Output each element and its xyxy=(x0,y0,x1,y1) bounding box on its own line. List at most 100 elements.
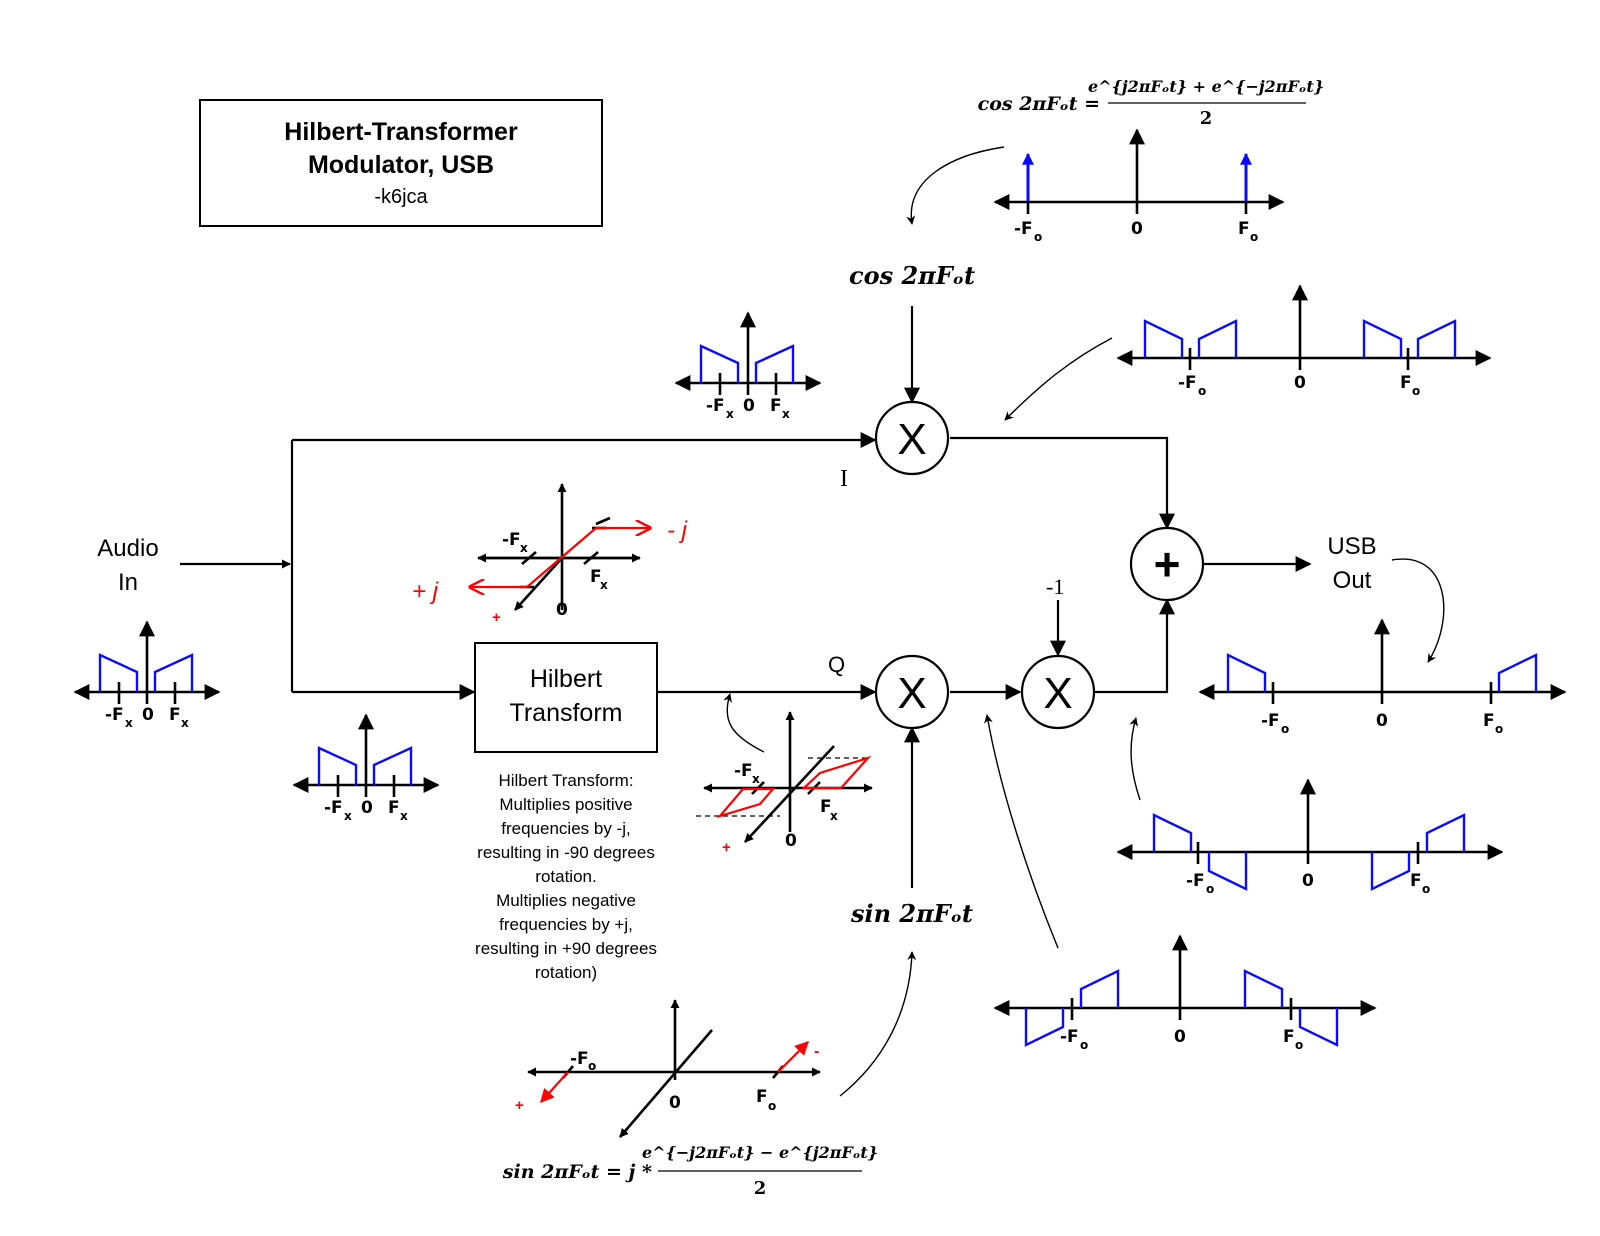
spectrum-band xyxy=(1024,1008,1065,1047)
title-author: -k6jca xyxy=(374,186,428,208)
zero-label: 0 xyxy=(142,705,154,725)
sin-identity-lhs: sin 2πFₒt = j * xyxy=(502,1161,652,1183)
spectrum-band xyxy=(1362,319,1403,358)
subscript: o xyxy=(768,1099,776,1113)
spectrum-band xyxy=(153,653,194,692)
spectrum-band xyxy=(1143,319,1184,358)
inverter-mixer: X xyxy=(1020,654,1096,730)
spectrum-band xyxy=(1152,813,1193,852)
pos-fo-label: F xyxy=(756,1087,768,1107)
neg-fo-label: -F xyxy=(570,1049,589,1069)
pos-fx-label: F xyxy=(820,797,832,817)
pointer-arrow xyxy=(1129,717,1141,801)
sin-lo-3d-spectrum: -F o F o 0 + - xyxy=(515,999,821,1138)
hilbert-note-line: frequencies by -j, xyxy=(501,819,630,838)
subscript: x xyxy=(344,809,352,823)
subscript: o xyxy=(1295,1038,1303,1052)
subscript: x xyxy=(726,407,734,421)
q-mixer-symbol: X xyxy=(897,669,926,718)
title-box: Hilbert-Transformer Modulator, USB -k6jc… xyxy=(199,99,603,227)
freq-label: F xyxy=(1400,373,1412,393)
hilbert-response-plot: -F x F x 0 - j + j + xyxy=(412,483,688,626)
freq-label: -F xyxy=(1060,1027,1079,1047)
spectrum-band xyxy=(699,344,740,383)
hilbert-note: Hilbert Transform: Multiplies positive f… xyxy=(475,771,657,982)
plus-j-label: + j xyxy=(412,578,439,605)
neg-fx-label: -F xyxy=(734,761,753,781)
hilbert-note-line: Multiplies positive xyxy=(499,795,632,814)
zero-label: 0 xyxy=(1131,219,1143,239)
freq-label: F xyxy=(1410,871,1422,891)
zero-label: 0 xyxy=(785,831,797,851)
spectrum-band xyxy=(1298,1008,1339,1047)
hilbert-note-line: resulting in -90 degrees xyxy=(477,843,655,862)
hilbert-note-line: Multiplies negative xyxy=(496,891,636,910)
zero-label: 0 xyxy=(743,396,755,416)
subscript: x xyxy=(830,809,838,823)
cos-identity-equation: cos 2πFₒt = e^{j2πFₒt} + e^{−j2πFₒt} 2 xyxy=(978,77,1324,129)
i-mixer-output-wire xyxy=(950,436,1175,530)
subscript: o xyxy=(1281,722,1289,736)
spectrum-band xyxy=(1370,852,1411,891)
pointer-arrow xyxy=(723,693,765,753)
i-label: I xyxy=(840,466,848,492)
spectrum-band xyxy=(372,746,413,785)
spectrum-band xyxy=(317,746,358,785)
pointer-arrow xyxy=(983,714,1059,949)
freq-label: -F xyxy=(1261,711,1280,731)
plus-sign: + xyxy=(515,1097,524,1114)
plus-sign: + xyxy=(492,609,501,626)
hilbert-note-line: resulting in +90 degrees xyxy=(475,939,657,958)
freq-label: -F xyxy=(1186,871,1205,891)
cos-identity-numerator: e^{j2πFₒt} + e^{−j2πFₒt} xyxy=(1088,77,1324,96)
spectrum-band xyxy=(1207,852,1248,891)
spectrum-band xyxy=(1079,969,1120,1008)
freq-label: F xyxy=(1238,219,1250,239)
subscript: o xyxy=(1495,722,1503,736)
hilbert-output-pos-band xyxy=(801,755,872,790)
zero-label: 0 xyxy=(556,600,568,620)
hilbert-phase-line xyxy=(526,527,597,588)
subscript: o xyxy=(588,1059,596,1073)
subscript: x xyxy=(181,716,189,730)
spectrum-band xyxy=(1416,319,1457,358)
plus-sign: + xyxy=(722,839,731,856)
freq-label: F xyxy=(1483,711,1495,731)
hilbert-output-neg-band xyxy=(716,787,776,819)
subscript: x xyxy=(782,407,790,421)
spectrum-band xyxy=(1425,813,1466,852)
subscript: o xyxy=(1422,882,1430,896)
spectrum-band xyxy=(98,653,139,692)
sin-identity-denominator: 2 xyxy=(754,1178,767,1199)
freq-label: F xyxy=(388,798,400,818)
audio-in-label-1: Audio xyxy=(97,535,158,562)
freq-label: -F xyxy=(324,798,343,818)
freq-label: F xyxy=(169,705,181,725)
subscript: o xyxy=(1412,384,1420,398)
freq-label: F xyxy=(770,396,782,416)
i-mixer: X xyxy=(874,400,950,476)
subscript: o xyxy=(1080,1038,1088,1052)
spectrum-band xyxy=(1197,319,1238,358)
audio-in-label-2: In xyxy=(118,569,138,596)
sin-identity-numerator: e^{−j2πFₒt} − e^{j2πFₒt} xyxy=(642,1143,878,1162)
usb-out-label-1: USB xyxy=(1327,533,1376,560)
hilbert-transform-block: Hilbert Transform xyxy=(474,642,658,753)
zero-label: 0 xyxy=(1376,711,1388,731)
hilbert-note-line: rotation) xyxy=(535,963,597,982)
spectrum-band xyxy=(1497,653,1538,692)
minus-sign: - xyxy=(814,1043,819,1060)
sin-lo-label: sin 2πFₒt xyxy=(850,899,973,928)
zero-label: 0 xyxy=(1302,871,1314,891)
pointer-arrow xyxy=(1004,337,1113,421)
zero-label: 0 xyxy=(361,798,373,818)
neg-one-label: -1 xyxy=(1046,574,1064,599)
subscript: o xyxy=(1034,230,1042,244)
q-mixer: X xyxy=(874,654,950,730)
q-label: Q xyxy=(828,652,845,677)
